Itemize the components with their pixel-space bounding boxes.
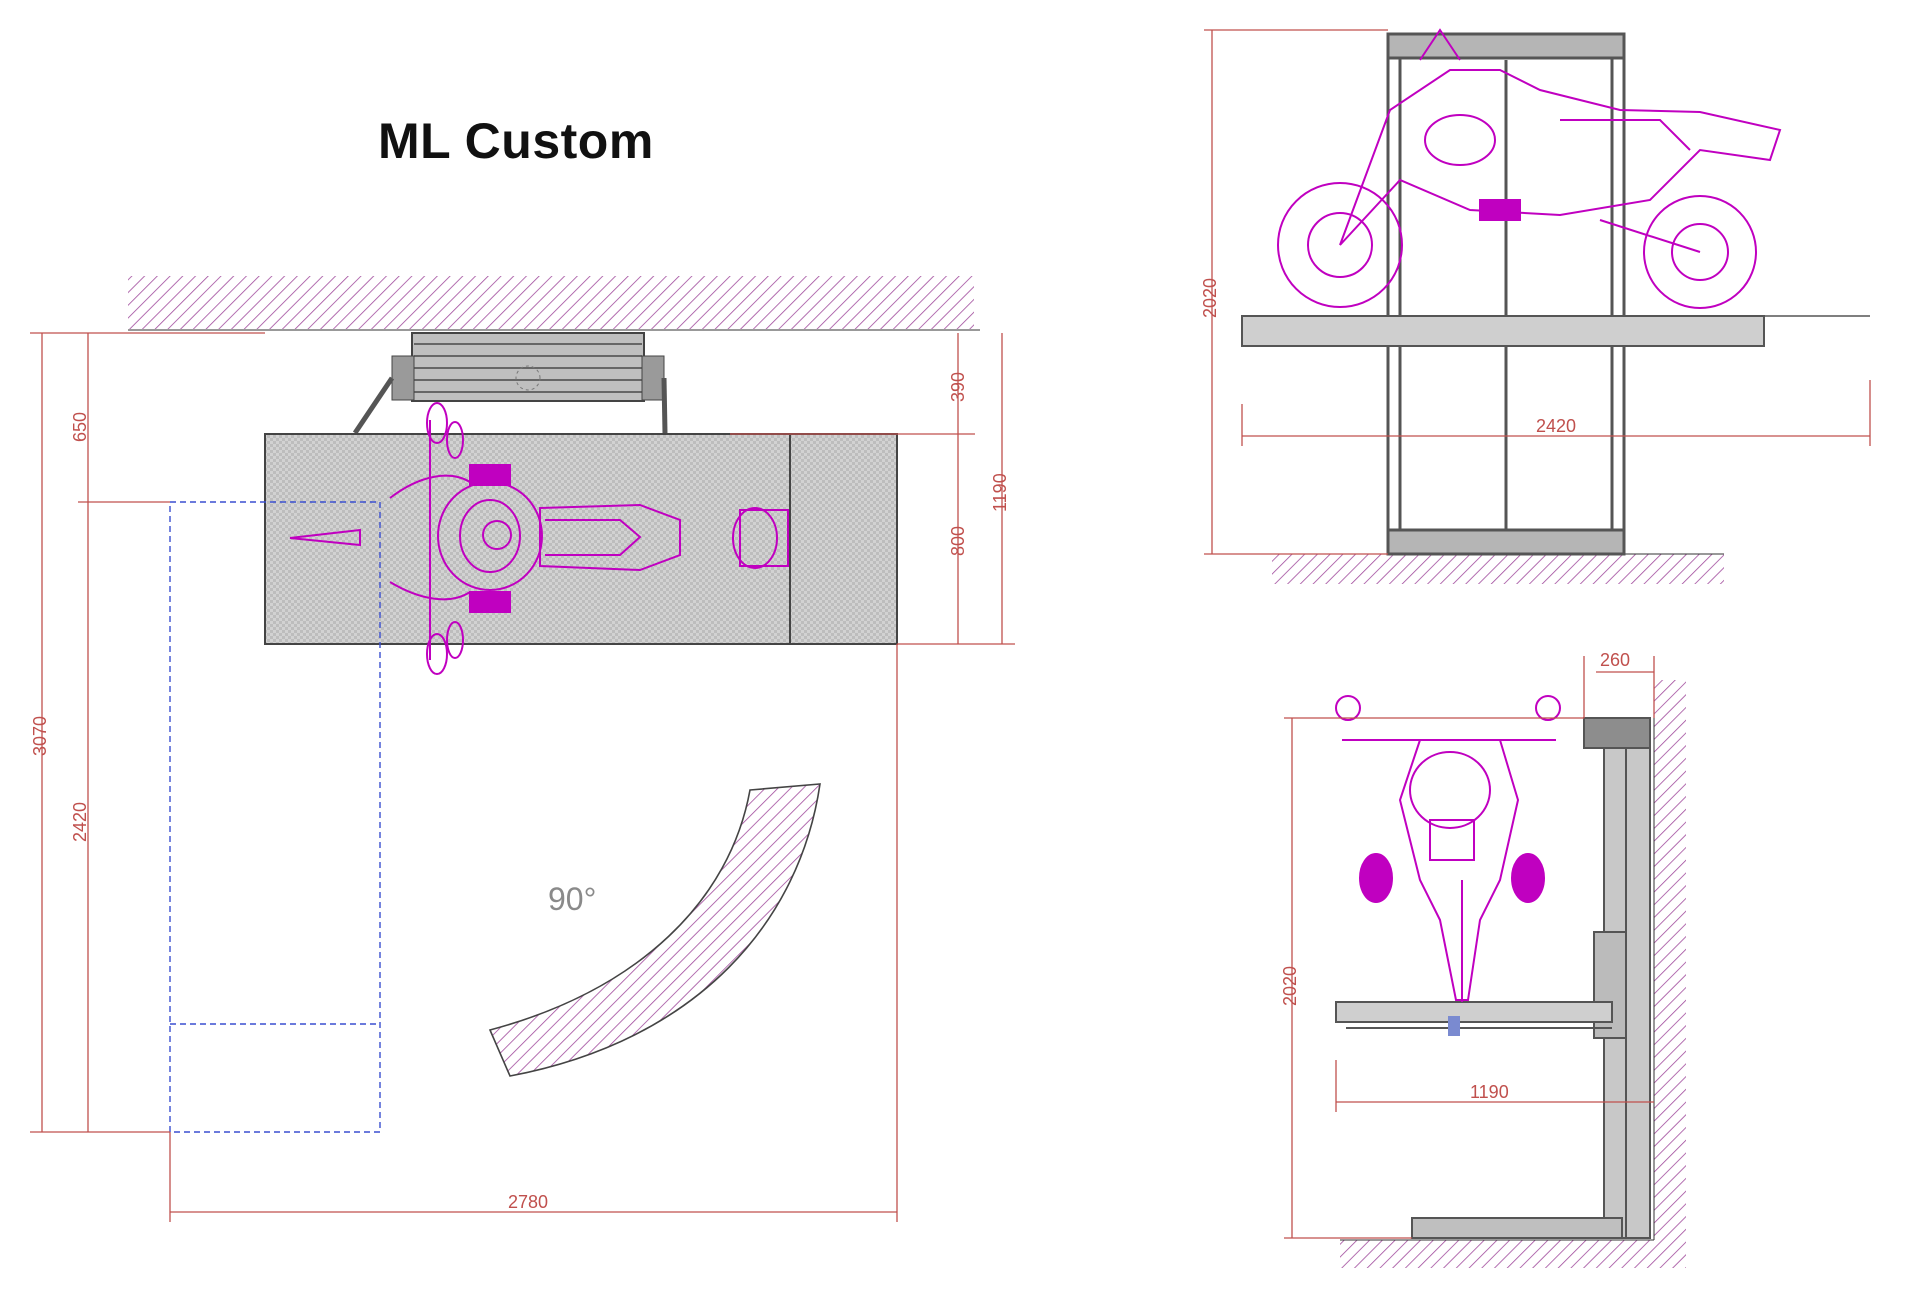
plan-post	[352, 332, 668, 435]
dim-platform-width: 1190	[990, 473, 1010, 512]
side-dim-platform-length: 2420	[1536, 416, 1576, 436]
end-platform	[1335, 1001, 1613, 1023]
dim-post-depth: 390	[948, 372, 968, 402]
side-motorcycle	[1277, 28, 1782, 309]
side-floor-hatch	[1272, 554, 1724, 584]
end-dimension-lines	[1284, 656, 1655, 1239]
end-wall-hatch	[1654, 680, 1686, 1264]
dim-top-offset: 650	[70, 412, 90, 442]
dim-approach-depth: 2420	[70, 802, 90, 842]
side-dimension-lines	[1204, 29, 1871, 555]
end-dim-height: 2020	[1280, 966, 1300, 1006]
plan-platform	[264, 433, 898, 645]
dim-deck-width: 800	[948, 526, 968, 556]
end-floor-hatch	[1340, 1240, 1686, 1268]
plan-wall-hatch	[128, 276, 974, 329]
plan-dimension-lines	[30, 332, 1015, 1222]
side-post	[1386, 32, 1626, 556]
drawing-title: ML Custom	[378, 113, 654, 169]
side-view: 2020 2420	[1200, 28, 1871, 584]
plan-motorcycle	[289, 402, 789, 675]
side-platform	[1241, 315, 1765, 347]
rotation-angle-label: 90°	[548, 881, 596, 917]
plan-view: 90° 650 3070 2420 390 1190	[30, 276, 1015, 1222]
end-view: 260 2020 1190	[1280, 650, 1686, 1268]
dim-overall-width: 2780	[508, 1192, 548, 1212]
end-dim-platform-width: 1190	[1470, 1082, 1509, 1102]
plan-rotated-outline	[169, 501, 381, 1133]
dim-overall-depth: 3070	[30, 716, 50, 756]
rotation-arrow	[488, 783, 821, 1077]
end-motorcycle	[1335, 695, 1561, 1002]
end-dim-post-width: 260	[1600, 650, 1630, 670]
side-dim-height: 2020	[1200, 278, 1220, 318]
end-post	[1411, 717, 1651, 1239]
